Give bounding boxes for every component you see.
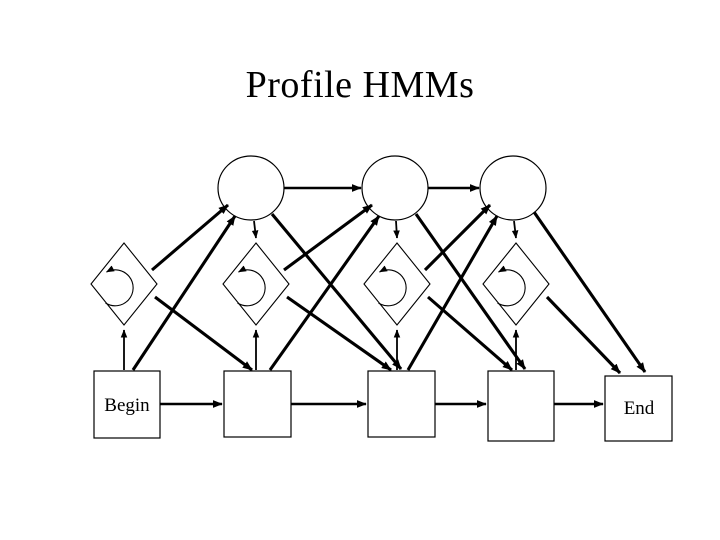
self-loop-d2[interactable] (237, 265, 266, 307)
insert-state-i3[interactable] (479, 155, 547, 221)
match-states-group (93, 370, 673, 442)
transition-i1-to-d2[interactable] (251, 220, 259, 239)
self-loop-d4[interactable] (497, 265, 526, 307)
transition-i1-to-m1[interactable] (270, 213, 403, 370)
insert-state-i1[interactable] (217, 155, 285, 221)
transition-i3-to-m3[interactable] (532, 211, 647, 373)
transition-d3-to-m3[interactable] (426, 295, 514, 372)
match-state-begin[interactable] (93, 370, 161, 439)
transition-d2-to-i2[interactable] (283, 203, 373, 272)
transition-d1-to-m1[interactable] (154, 295, 253, 372)
transition-m1-to-i2[interactable] (268, 215, 381, 371)
transition-d4-to-end[interactable] (545, 295, 622, 375)
insert-to-match-transitions (270, 211, 647, 373)
transition-d3-to-i3[interactable] (423, 203, 492, 272)
transition-begin-to-i1[interactable] (131, 215, 237, 371)
delete-state-d1[interactable] (90, 242, 158, 326)
match-to-delete-transitions (120, 329, 520, 370)
match-state-begin-label: Begin (104, 395, 150, 416)
match-state-end-label: End (624, 398, 655, 419)
transition-m2-to-i3[interactable] (406, 215, 499, 371)
self-loop-d1[interactable] (105, 265, 134, 307)
match-state-m2[interactable] (367, 370, 436, 438)
transition-d2-to-m2[interactable] (286, 295, 392, 372)
transition-d1-to-i1[interactable] (150, 203, 230, 272)
delete-to-insert-transitions (150, 203, 492, 272)
page-title: Profile HMMs (245, 64, 475, 106)
delete-self-loops-group (105, 265, 526, 307)
match-state-m1[interactable] (223, 370, 292, 438)
transition-i2-to-d3[interactable] (393, 220, 400, 239)
transition-i2-to-m2[interactable] (414, 213, 527, 370)
insert-states-group (217, 155, 547, 221)
self-loop-d3[interactable] (378, 265, 407, 307)
insert-to-delete-transitions (251, 220, 519, 239)
delete-to-match-transitions (154, 295, 622, 375)
delete-states-group (90, 242, 550, 326)
match-state-m3[interactable] (487, 370, 555, 442)
state-labels-group: Begin End (104, 395, 654, 419)
delete-state-d3[interactable] (363, 242, 431, 326)
delete-state-d4[interactable] (482, 242, 550, 326)
match-state-end[interactable] (604, 375, 673, 442)
delete-state-d2[interactable] (222, 242, 290, 326)
insert-state-i2[interactable] (361, 155, 429, 221)
transition-i3-to-d4[interactable] (511, 220, 519, 239)
match-to-insert-transitions (131, 215, 499, 371)
